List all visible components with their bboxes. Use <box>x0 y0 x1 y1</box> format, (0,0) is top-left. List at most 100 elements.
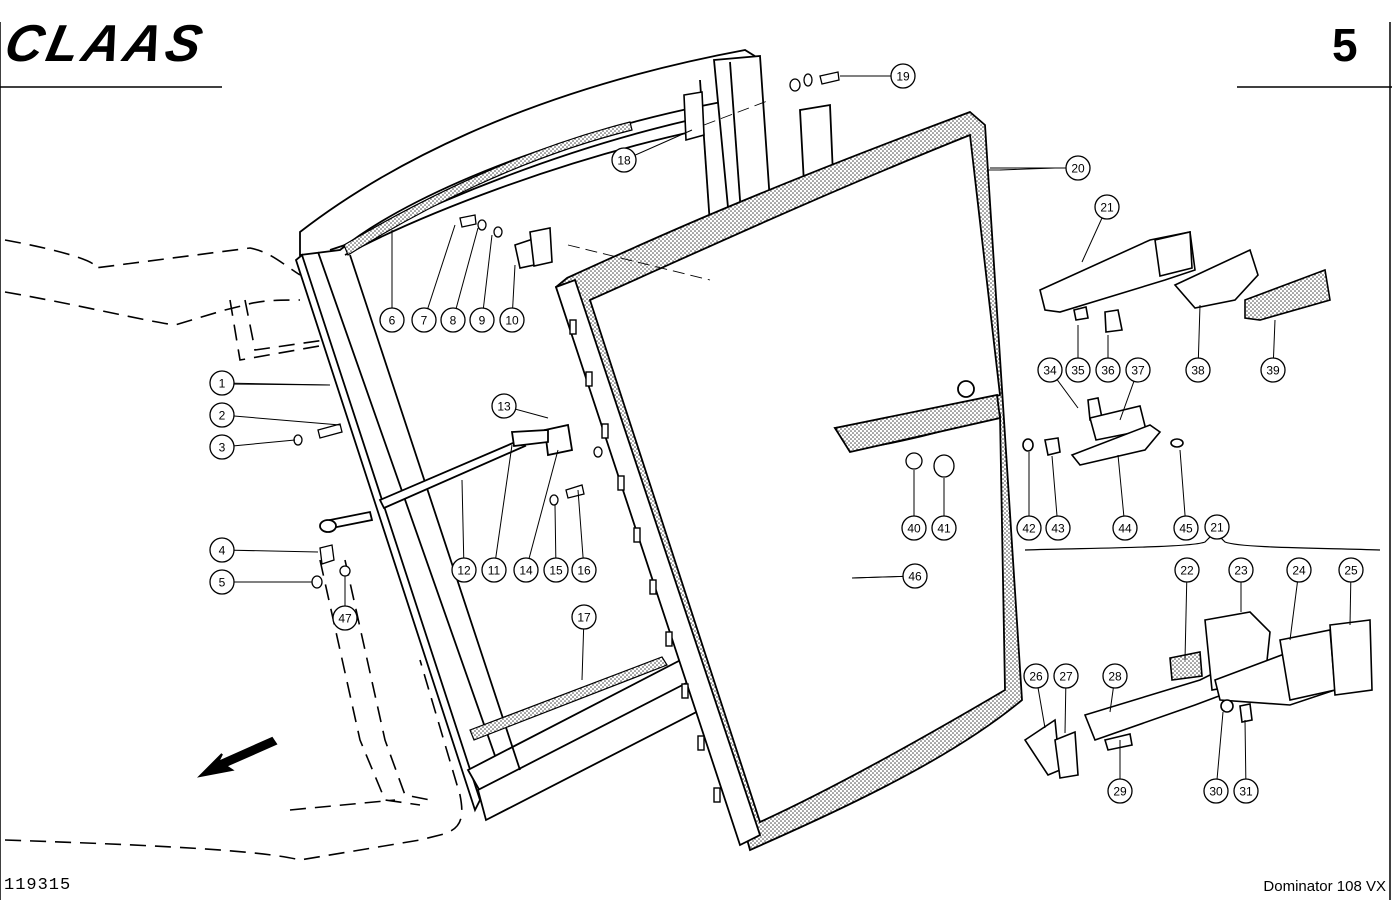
callout-leader <box>221 382 331 386</box>
callout-circle <box>481 557 507 583</box>
callout-number: 26 <box>1029 670 1043 684</box>
cab-outline <box>4 239 463 861</box>
callout-circle <box>1016 515 1042 541</box>
callout-circle <box>1107 778 1133 804</box>
lock-assembly <box>1023 611 1373 779</box>
callout-number: 8 <box>450 314 457 328</box>
callout-circle <box>1065 357 1091 383</box>
callout-circle <box>1065 155 1091 181</box>
callout-leader <box>1215 711 1224 792</box>
callout-number: 20 <box>1071 162 1085 176</box>
callout-number: 17 <box>577 611 591 625</box>
callout-circle <box>1233 778 1259 804</box>
callout-leader <box>525 449 559 571</box>
callout-circle <box>332 605 358 631</box>
model-name: Dominator 108 VX <box>1263 878 1386 895</box>
callout-circle <box>902 563 928 589</box>
callout-number: 45 <box>1179 522 1193 536</box>
callout-circle <box>571 557 597 583</box>
callout-circle <box>491 393 517 419</box>
callout-circle <box>1260 357 1286 383</box>
callout-number: 29 <box>1113 785 1127 799</box>
callout-circle <box>1125 357 1151 383</box>
group-bracket <box>1024 531 1381 551</box>
callout-number: 18 <box>617 154 631 168</box>
callout-circle <box>1174 557 1200 583</box>
callout-circle <box>209 434 235 460</box>
callout-number: 27 <box>1059 670 1073 684</box>
callout-number: 42 <box>1022 522 1036 536</box>
door-panel <box>554 110 1023 852</box>
hinge-bracket <box>514 91 705 269</box>
callout-circle <box>611 147 637 173</box>
callout-circle <box>513 557 539 583</box>
callout-circle <box>931 515 957 541</box>
callout-number: 2 <box>219 409 226 423</box>
callout-number: 47 <box>338 612 352 626</box>
callout-number: 35 <box>1071 364 1085 378</box>
callout-number: 22 <box>1180 564 1194 578</box>
callout-number: 4 <box>219 544 226 558</box>
callout-circle <box>1204 514 1230 540</box>
callout-number: 10 <box>505 314 519 328</box>
callout-number: 6 <box>389 314 396 328</box>
callout-number: 9 <box>479 314 486 328</box>
callout-circle <box>440 307 466 333</box>
callout-number: 28 <box>1108 670 1122 684</box>
callout-leader <box>493 444 513 571</box>
callout-number: 3 <box>219 441 226 455</box>
callout-circle <box>469 307 495 333</box>
callout-number: 1 <box>219 377 226 391</box>
callout-number: 14 <box>519 564 533 578</box>
callout-number: 7 <box>421 314 428 328</box>
callout-number: 16 <box>577 564 591 578</box>
callout-leader <box>1184 569 1188 661</box>
callout-leader <box>1179 449 1187 529</box>
callout-circle <box>890 63 916 89</box>
stay-rod <box>319 423 574 533</box>
callout-leader <box>452 227 479 321</box>
drawing-number: 119315 <box>4 876 72 895</box>
callout-number: 30 <box>1209 785 1223 799</box>
page-number: 5 <box>1332 19 1358 71</box>
callout-number: 13 <box>497 400 511 414</box>
callout-number: 19 <box>896 70 910 84</box>
callout-circle <box>1037 357 1063 383</box>
callout-number: 39 <box>1266 364 1280 378</box>
seal-strip-bottom <box>469 656 668 741</box>
callout-circle <box>1095 357 1121 383</box>
callout-circle <box>1185 357 1211 383</box>
callout-circle <box>543 557 569 583</box>
callout-number: 25 <box>1344 564 1358 578</box>
inner-handle-parts <box>1022 405 1184 466</box>
callout-number: 40 <box>907 522 921 536</box>
callout-circle <box>1203 778 1229 804</box>
callout-circle <box>499 307 525 333</box>
callout-number: 5 <box>219 576 226 590</box>
seal-strip-top <box>343 121 633 256</box>
callout-circle <box>1102 663 1128 689</box>
callout-number: 38 <box>1191 364 1205 378</box>
callout-circle <box>209 569 235 595</box>
callout-number: 31 <box>1239 785 1253 799</box>
callout-number: 23 <box>1234 564 1248 578</box>
callout-number: 21 <box>1100 201 1114 215</box>
callout-number: 37 <box>1131 364 1145 378</box>
callout-circle <box>901 515 927 541</box>
callout-leader <box>221 549 319 553</box>
callout-circle <box>411 307 437 333</box>
callout-circle <box>209 402 235 428</box>
callout-leader <box>577 489 585 571</box>
callout-number: 11 <box>488 564 501 578</box>
callout-number: 43 <box>1051 522 1065 536</box>
callout-circle <box>451 557 477 583</box>
callout-circle <box>1338 557 1364 583</box>
callout-circle <box>1053 663 1079 689</box>
callout-number: 36 <box>1101 364 1115 378</box>
callout-circle <box>571 604 597 630</box>
callout-number: 24 <box>1292 564 1306 578</box>
callout-leader <box>461 479 465 571</box>
